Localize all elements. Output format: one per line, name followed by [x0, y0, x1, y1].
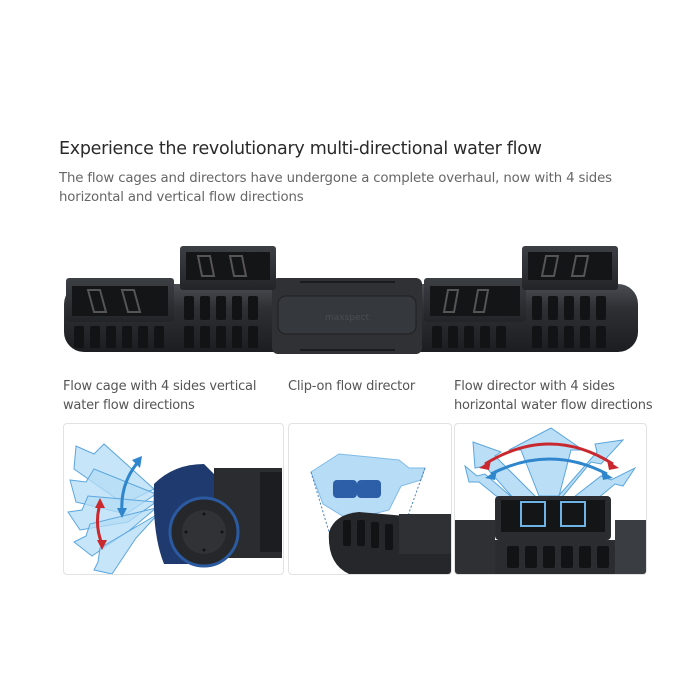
- flow-cage-vertical-image: [63, 423, 284, 575]
- subheadline: The flow cages and directors have underg…: [59, 171, 612, 205]
- feature-caption-2: Clip-on flow director: [288, 379, 415, 394]
- feature-caption-3: Flow director with 4 sides horizontal wa…: [454, 379, 653, 413]
- clip-on-director-image: [288, 423, 452, 575]
- pump-product-image: maxspect: [60, 238, 644, 358]
- logo-text: maxspect: [325, 313, 369, 323]
- flow-director-horizontal-image: [454, 423, 647, 575]
- headline: Experience the revolutionary multi-direc…: [59, 139, 542, 159]
- feature-caption-1: Flow cage with 4 sides vertical water fl…: [63, 379, 257, 413]
